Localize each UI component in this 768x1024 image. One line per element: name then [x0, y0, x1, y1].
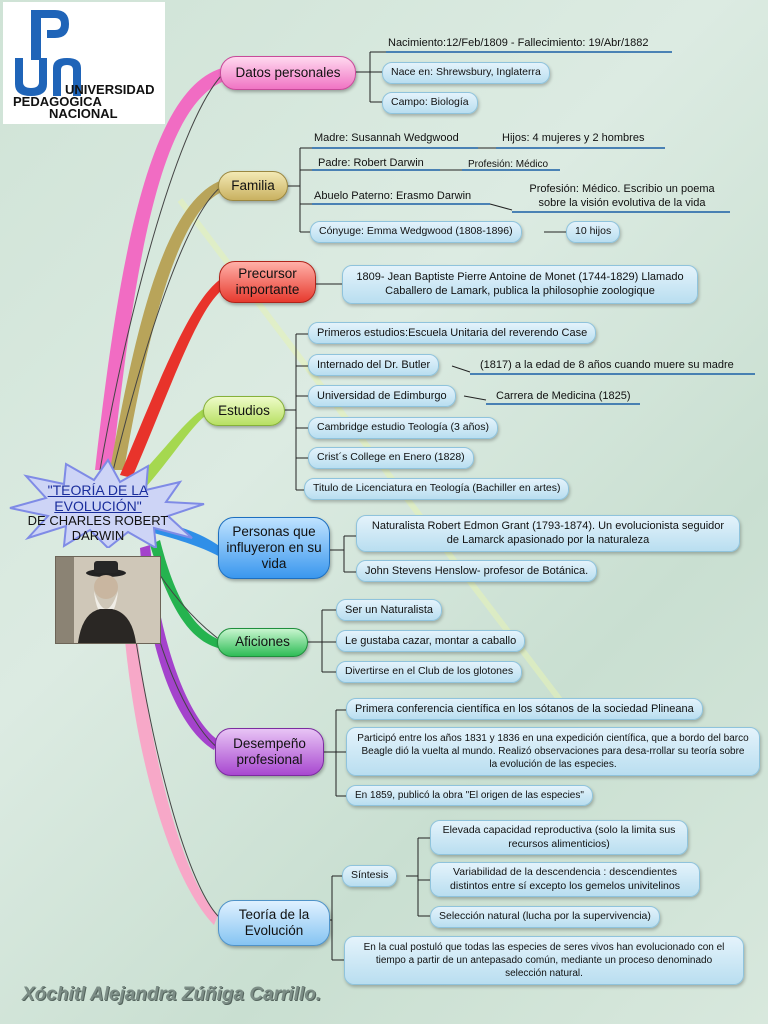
- darwin-portrait: [55, 556, 161, 644]
- teoria-postulo[interactable]: En la cual postuló que todas las especie…: [344, 936, 744, 985]
- branch-aficiones[interactable]: Aficiones: [217, 628, 308, 657]
- teoria-sintesis[interactable]: Síntesis: [342, 865, 398, 887]
- personas-grant[interactable]: Naturalista Robert Edmon Grant (1793-187…: [356, 515, 740, 552]
- branch-personas[interactable]: Personas que influyeron en su vida: [218, 517, 330, 579]
- logo-line3: NACIONAL: [49, 106, 118, 121]
- estudios-primeros[interactable]: Primeros estudios:Escuela Unitaria del r…: [308, 322, 597, 345]
- branch-personas-label: Personas que influyeron en su vida: [226, 523, 322, 572]
- branch-datos-personales[interactable]: Datos personales: [220, 56, 356, 90]
- branch-precursor-label: Precursor importante: [235, 265, 300, 297]
- branch-aficiones-label: Aficiones: [235, 634, 290, 650]
- desempeno-conferencia[interactable]: Primera conferencia científica en los só…: [346, 698, 703, 721]
- teoria-seleccion[interactable]: Selección natural (lucha por la superviv…: [430, 906, 660, 928]
- estudios-titulo[interactable]: Titulo de Licenciatura en Teología (Bach…: [304, 478, 570, 500]
- branch-desempeno-label: Desempeño profesional: [233, 735, 306, 767]
- familia-diez-hijos[interactable]: 10 hijos: [566, 221, 621, 243]
- branch-teoria[interactable]: Teoría de la Evolución: [218, 900, 330, 946]
- starburst-icon: [9, 458, 205, 548]
- darwin-portrait-icon: [56, 557, 160, 643]
- branch-familia-label: Familia: [231, 177, 275, 193]
- center-topic: "TEORÍA DE LA EVOLUCIÓN" DE CHARLES ROBE…: [18, 482, 178, 544]
- upn-logo: UNIVERSIDAD PEDAGOGICA NACIONAL: [3, 2, 165, 124]
- familia-profesion-abuelo: Profesión: Médico. Escribio un poema sob…: [529, 183, 715, 210]
- logo-line1: UNIVERSIDAD: [65, 82, 155, 97]
- estudios-cambridge[interactable]: Cambridge estudio Teología (3 años): [308, 417, 498, 439]
- center-subtitle: DE CHARLES ROBERT DARWIN: [27, 513, 169, 544]
- aficiones-naturalista[interactable]: Ser un Naturalista: [336, 599, 443, 622]
- branch-estudios-label: Estudios: [218, 402, 270, 418]
- author-name: Xóchitl Alejandra Zúñiga Carrillo.: [22, 984, 322, 1005]
- estudios-internado[interactable]: Internado del Dr. Butler: [308, 354, 440, 377]
- branch-datos-label: Datos personales: [235, 64, 341, 80]
- precursor-texto[interactable]: 1809- Jean Baptiste Pierre Antoine de Mo…: [342, 265, 698, 304]
- familia-abuelo: Abuelo Paterno: Erasmo Darwin: [314, 190, 472, 202]
- branch-precursor[interactable]: Precursor importante: [219, 261, 316, 303]
- estudios-crist[interactable]: Crist´s College en Enero (1828): [308, 447, 474, 469]
- familia-padre: Padre: Robert Darwin: [318, 157, 424, 169]
- familia-conyuge[interactable]: Cónyuge: Emma Wedgwood (1808-1896): [310, 221, 522, 243]
- branch-estudios[interactable]: Estudios: [203, 396, 285, 426]
- datos-nacimiento: Nacimiento:12/Feb/1809 - Fallecimiento: …: [388, 37, 649, 49]
- desempeno-origen[interactable]: En 1859, publicó la obra "El origen de l…: [346, 785, 593, 806]
- branch-teoria-label: Teoría de la Evolución: [238, 906, 310, 938]
- branch-familia[interactable]: Familia: [218, 171, 288, 201]
- personas-henslow[interactable]: John Stevens Henslow- profesor de Botáni…: [356, 560, 598, 583]
- estudios-edimburgo[interactable]: Universidad de Edimburgo: [308, 385, 456, 408]
- datos-campo[interactable]: Campo: Biología: [382, 92, 478, 114]
- center-title: "TEORÍA DE LA EVOLUCIÓN": [47, 482, 149, 515]
- teoria-variabilidad[interactable]: Variabilidad de la descendencia : descen…: [430, 862, 700, 898]
- logo-line2: PEDAGOGICA: [13, 94, 102, 109]
- familia-hijos: Hijos: 4 mujeres y 2 hombres: [502, 132, 645, 144]
- teoria-capacidad[interactable]: Elevada capacidad reproductiva (solo la …: [430, 820, 688, 856]
- branch-desempeno[interactable]: Desempeño profesional: [215, 728, 324, 776]
- estudios-medicina: Carrera de Medicina (1825): [496, 390, 631, 402]
- datos-nace[interactable]: Nace en: Shrewsbury, Inglaterra: [382, 62, 550, 84]
- desempeno-beagle[interactable]: Participó entre los años 1831 y 1836 en …: [346, 727, 760, 776]
- aficiones-club[interactable]: Divertirse en el Club de los glotones: [336, 661, 523, 683]
- upn-logo-icon: UNIVERSIDAD PEDAGOGICA NACIONAL: [13, 10, 155, 121]
- familia-madre: Madre: Susannah Wedgwood: [314, 132, 459, 144]
- estudios-internado-detalle: (1817) a la edad de 8 años cuando muere …: [480, 359, 734, 371]
- aficiones-cazar[interactable]: Le gustaba cazar, montar a caballo: [336, 630, 526, 653]
- familia-profesion-padre: Profesión: Médico: [468, 159, 549, 170]
